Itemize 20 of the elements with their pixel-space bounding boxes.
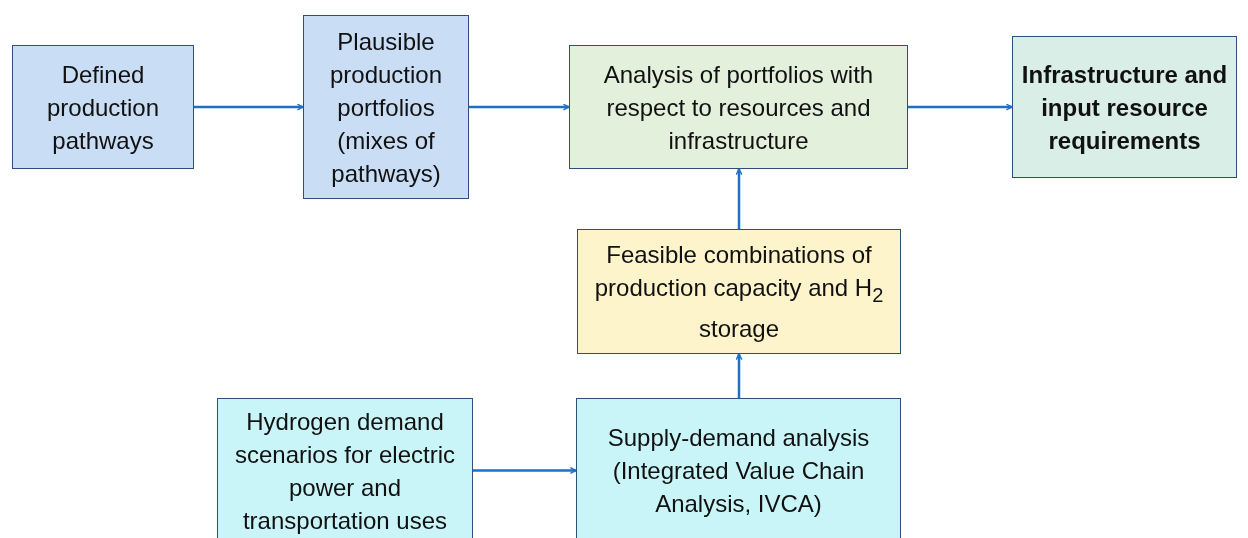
process-box bbox=[569, 45, 908, 169]
arrow bbox=[469, 103, 570, 111]
box-label: Infrastructure and input resource requirements bbox=[1020, 59, 1229, 156]
process-box bbox=[1012, 36, 1237, 178]
box-label: Analysis of portfolios with respect to resources and infrastructure bbox=[602, 59, 875, 156]
box-label: Defined production pathways bbox=[45, 59, 161, 156]
arrow bbox=[735, 168, 743, 229]
box-label: Hydrogen demand scenarios for electric power and transportation uses bbox=[233, 406, 457, 536]
process-box bbox=[303, 15, 469, 199]
process-box bbox=[576, 398, 901, 538]
process-box bbox=[12, 45, 194, 169]
box-label: Plausible production portfolios (mixes of pathways) bbox=[328, 26, 444, 189]
arrow bbox=[194, 103, 304, 111]
process-box bbox=[217, 398, 473, 538]
box-label: Supply-demand analysis (Integrated Value Chain Analysis, IVCA) bbox=[606, 423, 871, 519]
arrow bbox=[473, 467, 577, 474]
box-label: Feasible combinations of production capacity and H$_{2}$ storage bbox=[593, 240, 885, 344]
process-box bbox=[577, 229, 901, 354]
arrow bbox=[908, 103, 1013, 111]
arrow bbox=[735, 353, 743, 398]
